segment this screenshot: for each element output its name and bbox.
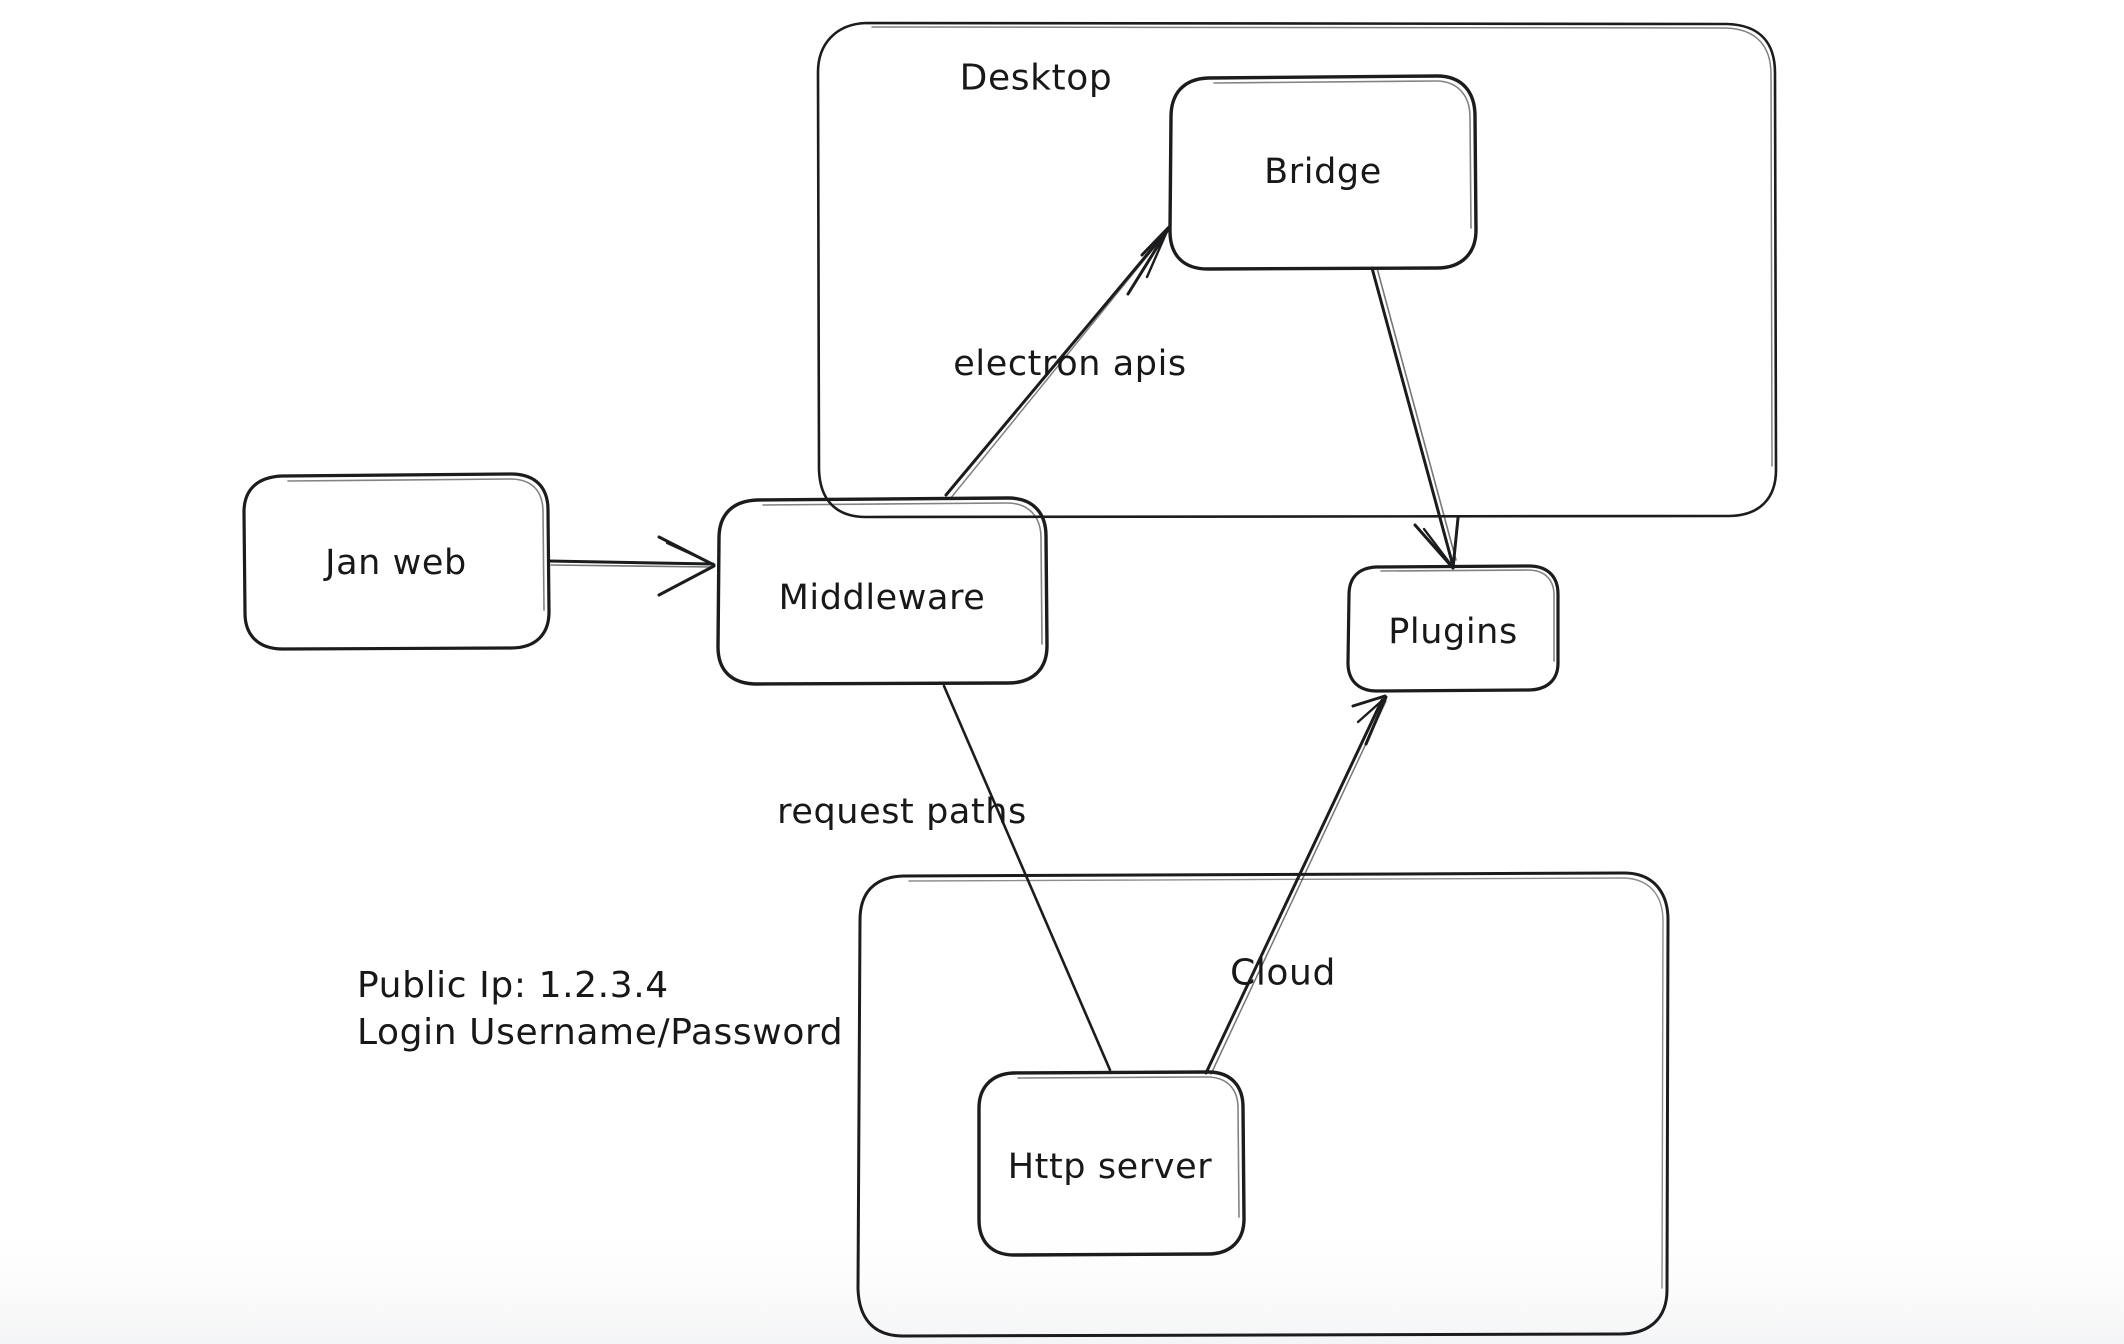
group-container-desktop [816, 21, 1778, 519]
edge-httpserver-to-plugins [1204, 694, 1388, 1075]
node-label-bridge: Bridge [1264, 152, 1382, 192]
edge-label-request-paths: request paths [777, 792, 1027, 832]
edge-bridge-to-plugins [1370, 266, 1460, 570]
edge-janweb-to-middleware [547, 535, 716, 597]
connection-note: Public Ip: 1.2.3.4 Login Username/Passwo… [357, 963, 843, 1057]
node-label-http-server: Http server [1007, 1147, 1213, 1187]
node-shape-middleware[interactable] [716, 496, 1049, 686]
group-container-cloud [856, 871, 1670, 1338]
node-label-middleware: Middleware [778, 578, 986, 618]
edge-label-electron-apis: electron apis [953, 344, 1187, 384]
edge-middleware-to-bridge [944, 225, 1171, 500]
node-label-plugins: Plugins [1388, 612, 1518, 652]
node-shape-bridge[interactable] [1168, 74, 1478, 271]
group-label-desktop: Desktop [959, 57, 1113, 99]
connection-note-line-public-ip: Public Ip: 1.2.3.4 [357, 965, 669, 1006]
node-shape-http-server[interactable] [977, 1070, 1246, 1257]
node-shape-plugins[interactable] [1346, 564, 1560, 693]
node-label-jan-web: Jan web [325, 543, 467, 583]
group-label-cloud: Cloud [1230, 952, 1336, 994]
node-shape-jan-web[interactable] [242, 472, 551, 651]
edge-middleware-to-httpserver [942, 684, 1112, 1072]
connection-note-line-login: Login Username/Password [357, 1011, 844, 1053]
